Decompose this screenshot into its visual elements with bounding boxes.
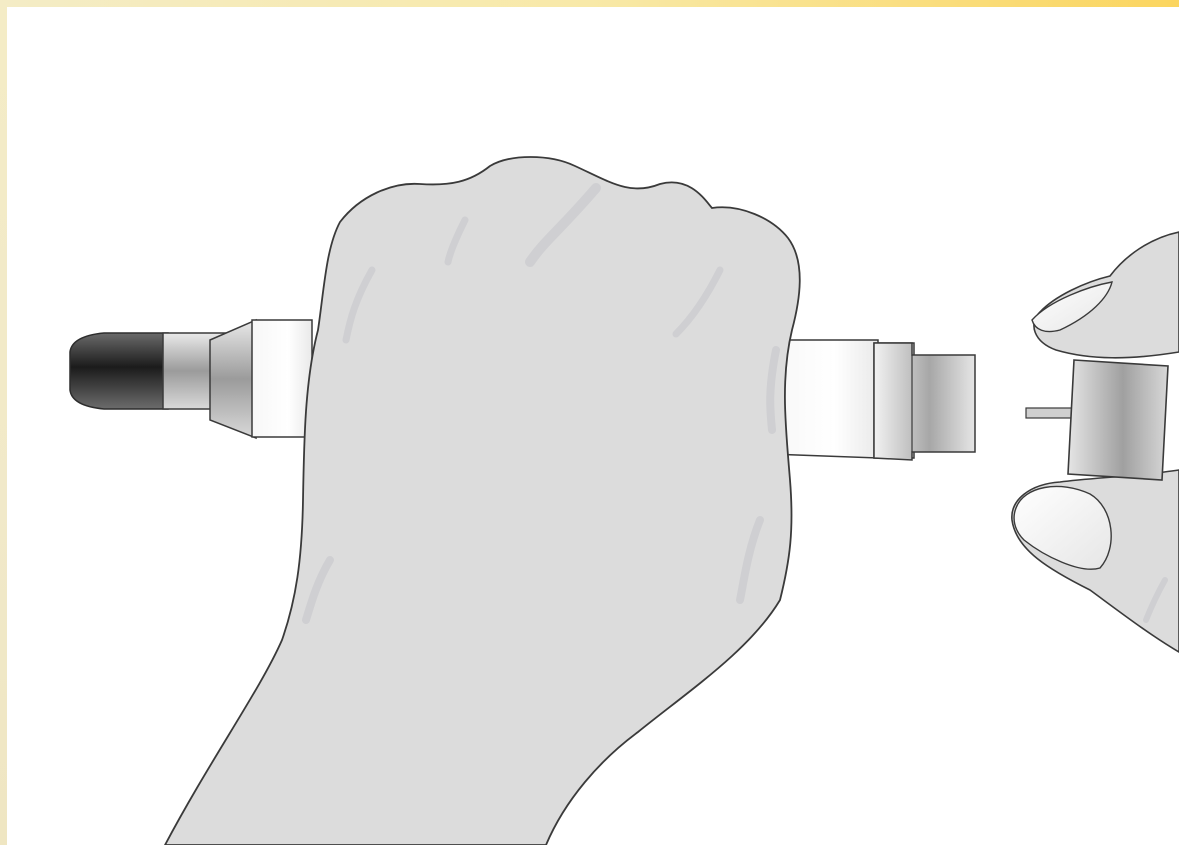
fist-icon	[165, 157, 800, 845]
injector-barrel	[770, 340, 975, 460]
auto-injector-icon	[70, 320, 312, 438]
cap-icon	[1026, 360, 1168, 480]
